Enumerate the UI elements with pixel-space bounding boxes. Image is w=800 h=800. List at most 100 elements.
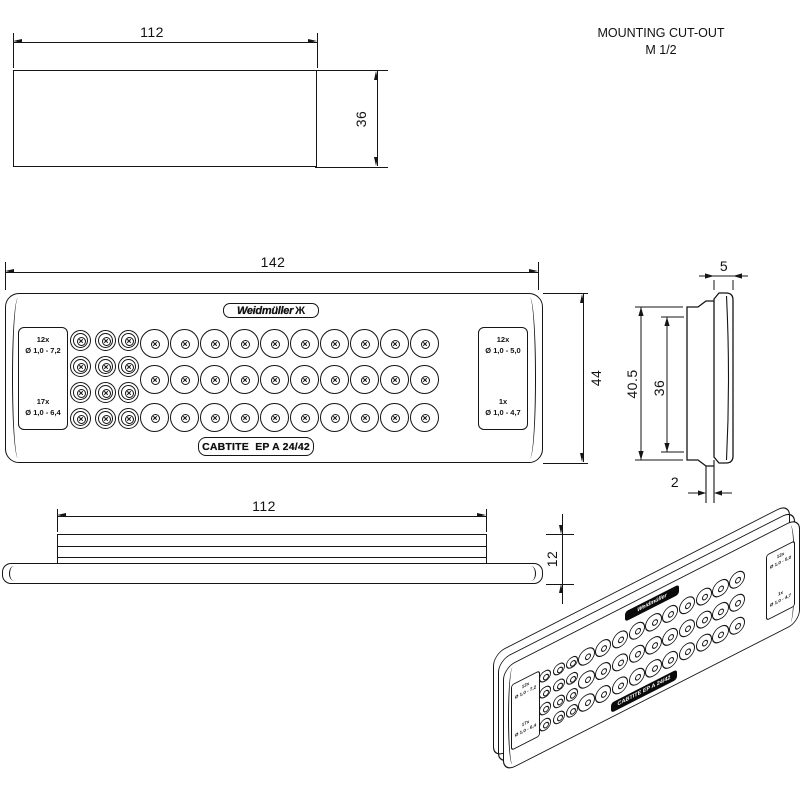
extension-line (538, 262, 539, 290)
grommet-core (101, 336, 111, 346)
spec-count: 17x (36, 397, 50, 406)
cable-grommet (409, 328, 439, 358)
cable-grommet (139, 402, 169, 432)
grommet-core (180, 413, 190, 423)
grommet-core (618, 681, 625, 691)
grommet-core (557, 664, 564, 674)
dim-cutout-height: 36 (353, 110, 369, 128)
grommet-core (618, 657, 625, 668)
grommet-core (210, 413, 220, 423)
edge-bevel-right (524, 298, 536, 458)
side-view-geometry (635, 273, 748, 503)
weidmueller-logo-text: Weidmüller (236, 304, 294, 317)
grommet-inner-ring (97, 384, 113, 400)
spec-range: Ø 1,0 - 4,7 (485, 408, 521, 417)
cable-grommet (729, 613, 746, 639)
spec-range: Ø 1,0 - 7,2 (25, 346, 61, 355)
grommet-core (240, 413, 250, 423)
cable-grommet (662, 624, 679, 649)
cable-grommet (289, 328, 319, 358)
cable-grommet (678, 639, 696, 664)
frame-body-outline (686, 300, 714, 467)
spec-range: Ø 1,0 - 6,4 (25, 408, 61, 417)
grommet-core (718, 584, 725, 594)
flange-bevel (725, 295, 730, 461)
grommet-core (150, 413, 160, 423)
spec-range: Ø 1,0 - 5,0 (485, 346, 521, 355)
cable-grommet (611, 649, 629, 675)
spec-label-right: 12x Ø 1,0 - 5,0 1x Ø 1,0 - 4,7 (478, 327, 528, 430)
flange-outline-bottom (2, 563, 543, 584)
cable-grommet (289, 402, 319, 432)
flange-outline (713, 292, 734, 464)
arrowhead (580, 453, 585, 462)
cable-grommet (319, 402, 349, 432)
cable-grommet (553, 692, 566, 710)
cable-grommet (379, 402, 409, 432)
cable-grommet (117, 381, 139, 403)
extension-line (315, 70, 388, 71)
grommet-core (124, 362, 134, 372)
extension-line (5, 262, 6, 290)
cable-grommet (662, 601, 679, 627)
grommet-core (570, 706, 577, 716)
cable-grommet (678, 615, 696, 641)
cable-grommet (139, 364, 169, 394)
arrowhead (559, 584, 564, 593)
dim-side-flange: 5 (719, 258, 729, 274)
grommet-core (735, 575, 742, 586)
cable-grommet (729, 590, 746, 615)
grommet-field (6, 294, 542, 462)
cable-grommet (712, 598, 729, 624)
dim-cutout-width: 112 (140, 24, 164, 40)
grommet-core (668, 632, 675, 642)
grommet-core (420, 413, 430, 423)
grommet-core (270, 375, 280, 385)
cable-grommet (349, 402, 379, 432)
cable-grommet (69, 407, 91, 429)
grommet-inner-ring (97, 358, 113, 374)
view-bottom: 112 12 (0, 495, 620, 615)
grommet-core (124, 336, 134, 346)
cable-grommet (662, 647, 679, 673)
cable-grommet (117, 355, 139, 377)
panel-sheet-lines (705, 460, 715, 503)
weidmueller-logo-icon: Ж (295, 304, 306, 317)
grommet-core (360, 339, 370, 349)
grommet-core (330, 413, 340, 423)
edge-bevel-right (526, 566, 536, 581)
grommet-core (557, 697, 564, 707)
cable-grommet (94, 355, 116, 377)
grommet-core (668, 655, 675, 666)
grommet-core (101, 388, 111, 398)
grommet-core (701, 638, 708, 648)
edge-bevel-left (12, 298, 24, 458)
cable-grommet (595, 636, 612, 661)
grommet-core (651, 618, 658, 628)
cable-grommet (69, 381, 91, 403)
grommet-core (76, 362, 86, 372)
cable-grommet (69, 329, 91, 351)
grommet-core (543, 688, 550, 698)
cable-grommet (199, 364, 229, 394)
grommet-core (330, 339, 340, 349)
extension-line (546, 534, 574, 535)
cable-grommet (553, 708, 566, 727)
cable-grommet (94, 329, 116, 351)
extension-line (13, 33, 14, 68)
drawing-title-line2: M 1/2 (645, 43, 677, 57)
dimension-line (5, 272, 539, 274)
grommet-core (150, 339, 160, 349)
grommet-core (718, 606, 725, 616)
arrowhead (308, 39, 317, 44)
dim-side-inner-height: 36 (651, 379, 667, 397)
cable-grommet (645, 632, 662, 658)
grommet-core (420, 375, 430, 385)
grommet-core (240, 375, 250, 385)
grommet-core (570, 690, 577, 700)
cable-grommet (695, 607, 712, 632)
grommet-core (300, 339, 310, 349)
grommet-core (634, 649, 641, 659)
arrowhead (580, 294, 585, 303)
dimension-line (635, 306, 683, 461)
